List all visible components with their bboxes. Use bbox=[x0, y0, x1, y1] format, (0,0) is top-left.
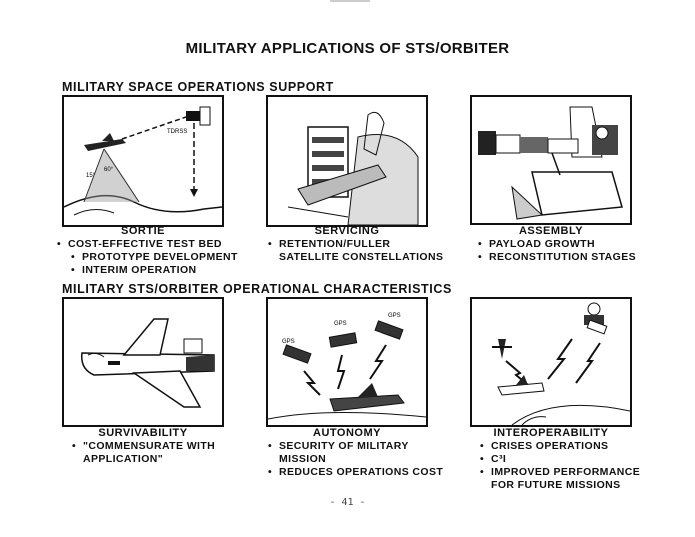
section-heading-operational-characteristics: MILITARY STS/ORBITER OPERATIONAL CHARACT… bbox=[62, 282, 452, 296]
bullets-servicing: •RETENTION/FULLER SATELLITE CONSTELLATIO… bbox=[268, 238, 443, 264]
bullet-item: •INTERIM OPERATION bbox=[71, 264, 197, 276]
bullet-item: APPLICATION" bbox=[83, 453, 164, 465]
tdrss-satellite-icon bbox=[186, 106, 211, 126]
servicing-illustration bbox=[266, 95, 428, 227]
satellite-icon bbox=[584, 302, 608, 335]
bullet-item: •SECURITY OF MILITARY bbox=[268, 440, 409, 452]
bullet-item: •PROTOTYPE DEVELOPMENT bbox=[71, 251, 238, 263]
bullets-interoperability: •CRISES OPERATIONS •C³I •IMPROVED PERFOR… bbox=[480, 440, 640, 492]
bullet-item: •COST-EFFECTIVE TEST BED bbox=[57, 238, 222, 250]
orbiter-icon bbox=[497, 375, 545, 396]
caption-assembly: ASSEMBLY bbox=[518, 225, 584, 237]
tdrss-label: TDRSS bbox=[167, 129, 187, 135]
interoperability-illustration bbox=[470, 297, 632, 427]
bullets-assembly: •PAYLOAD GROWTH •RECONSTITUTION STAGES bbox=[478, 238, 636, 264]
servicing-drawing bbox=[287, 111, 419, 225]
caption-sortie: SORTIE bbox=[121, 225, 165, 237]
orbiter-icon bbox=[329, 383, 405, 412]
bullet-item: •CRISES OPERATIONS bbox=[480, 440, 609, 452]
caption-interoperability: INTEROPERABILITY bbox=[493, 427, 609, 439]
bullets-sortie: •COST-EFFECTIVE TEST BED •PROTOTYPE DEVE… bbox=[57, 238, 238, 277]
bullet-item: •IMPROVED PERFORMANCE bbox=[480, 466, 641, 478]
bullet-item: •RECONSTITUTION STAGES bbox=[478, 251, 637, 263]
bullet-item: •RETENTION/FULLER bbox=[268, 238, 391, 250]
interoperability-drawing bbox=[492, 302, 630, 425]
page-number: - 41 - bbox=[329, 497, 366, 508]
bullet-item: •REDUCES OPERATIONS COST bbox=[268, 466, 444, 478]
survivability-drawing bbox=[81, 318, 215, 408]
orbiter-icon bbox=[84, 133, 126, 151]
aircraft-icon bbox=[492, 339, 512, 359]
page-title: MILITARY APPLICATIONS OF STS/ORBITER bbox=[185, 40, 510, 57]
bullet-item: •PAYLOAD GROWTH bbox=[478, 238, 595, 250]
autonomy-illustration: GPS GPS GPS bbox=[266, 297, 428, 427]
bullets-survivability: •"COMMENSURATE WITH APPLICATION" bbox=[72, 440, 215, 466]
assembly-drawing bbox=[478, 106, 623, 220]
orbiter-icon bbox=[81, 318, 215, 408]
caption-autonomy: AUTONOMY bbox=[313, 427, 381, 439]
caption-servicing: SERVICING bbox=[314, 225, 380, 237]
angle-label-60: 60° bbox=[104, 167, 114, 173]
survivability-illustration bbox=[62, 297, 224, 427]
bullet-item: •"COMMENSURATE WITH bbox=[72, 440, 216, 452]
assembly-illustration bbox=[470, 95, 632, 225]
sortie-drawing: TDRSS 15° 60° bbox=[64, 106, 222, 216]
gps-label: GPS bbox=[334, 321, 347, 327]
scan-mark bbox=[330, 0, 370, 2]
autonomy-drawing: GPS GPS GPS bbox=[268, 313, 426, 420]
bullet-item: SATELLITE CONSTELLATIONS bbox=[279, 251, 444, 263]
gps-satellite-icon bbox=[282, 320, 404, 364]
gps-label: GPS bbox=[282, 339, 295, 345]
caption-survivability: SURVIVABILITY bbox=[98, 427, 188, 439]
section-heading-space-operations: MILITARY SPACE OPERATIONS SUPPORT bbox=[62, 80, 334, 94]
bullets-autonomy: •SECURITY OF MILITARY MISSION •REDUCES O… bbox=[268, 440, 443, 479]
angle-label-15: 15° bbox=[86, 173, 96, 179]
bullet-item: •C³I bbox=[480, 453, 507, 465]
bullet-item: MISSION bbox=[279, 453, 327, 465]
gps-label: GPS bbox=[388, 313, 401, 319]
bullet-item: FOR FUTURE MISSIONS bbox=[491, 479, 621, 491]
sortie-illustration: TDRSS 15° 60° bbox=[62, 95, 224, 227]
